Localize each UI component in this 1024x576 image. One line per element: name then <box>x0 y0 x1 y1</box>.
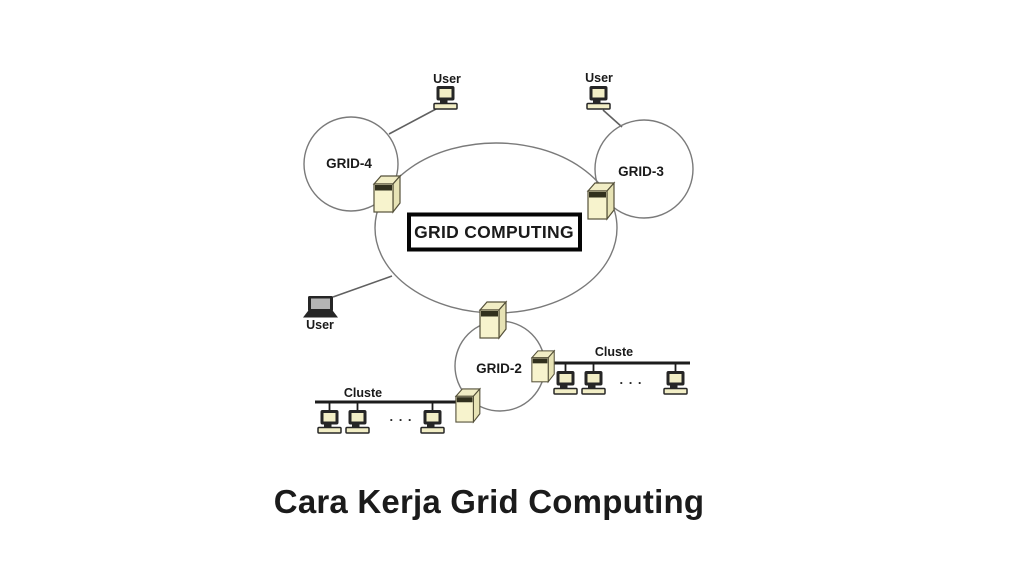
grid2-top-server-icon <box>479 301 507 339</box>
cluster-computer-icon <box>553 370 578 395</box>
grid-computing-box <box>407 212 582 252</box>
user-top-left-label: User <box>433 72 461 86</box>
user-laptop-left-icon <box>303 296 338 318</box>
ellipsis-right: . . . <box>619 372 642 387</box>
connector-user-topright-grid3 <box>602 109 623 128</box>
grid3-label: GRID-3 <box>618 164 664 179</box>
grid2-left-server-icon <box>455 388 481 423</box>
grid4-server-icon <box>373 175 401 213</box>
connector-user-topleft-grid4 <box>388 108 437 135</box>
cluster-computer-icon <box>663 370 688 395</box>
connector-user-left-ellipse <box>332 275 393 298</box>
user-top-right-label: User <box>585 71 613 85</box>
cluster-right-label: Cluste <box>595 345 633 359</box>
grid3-server-icon <box>587 182 615 220</box>
user-computer-top-right-icon <box>586 85 611 110</box>
cluster-computer-icon <box>420 409 445 434</box>
grid4-label: GRID-4 <box>326 156 372 171</box>
grid2-label: GRID-2 <box>476 361 522 376</box>
grid4-circle <box>303 116 399 212</box>
cluster-computer-icon <box>581 370 606 395</box>
ellipsis-left: . . . <box>389 409 412 424</box>
page-title: Cara Kerja Grid Computing <box>273 483 705 520</box>
grid2-right-server-icon <box>531 350 555 383</box>
grid3-circle <box>594 119 694 219</box>
grid-computing-label: GRID COMPUTING <box>414 222 574 242</box>
cluster-computer-icon <box>345 409 370 434</box>
cluster-computer-icon <box>317 409 342 434</box>
user-computer-top-left-icon <box>433 85 458 110</box>
cluster-left-label: Cluste <box>344 386 382 400</box>
user-left-label: User <box>306 318 334 332</box>
